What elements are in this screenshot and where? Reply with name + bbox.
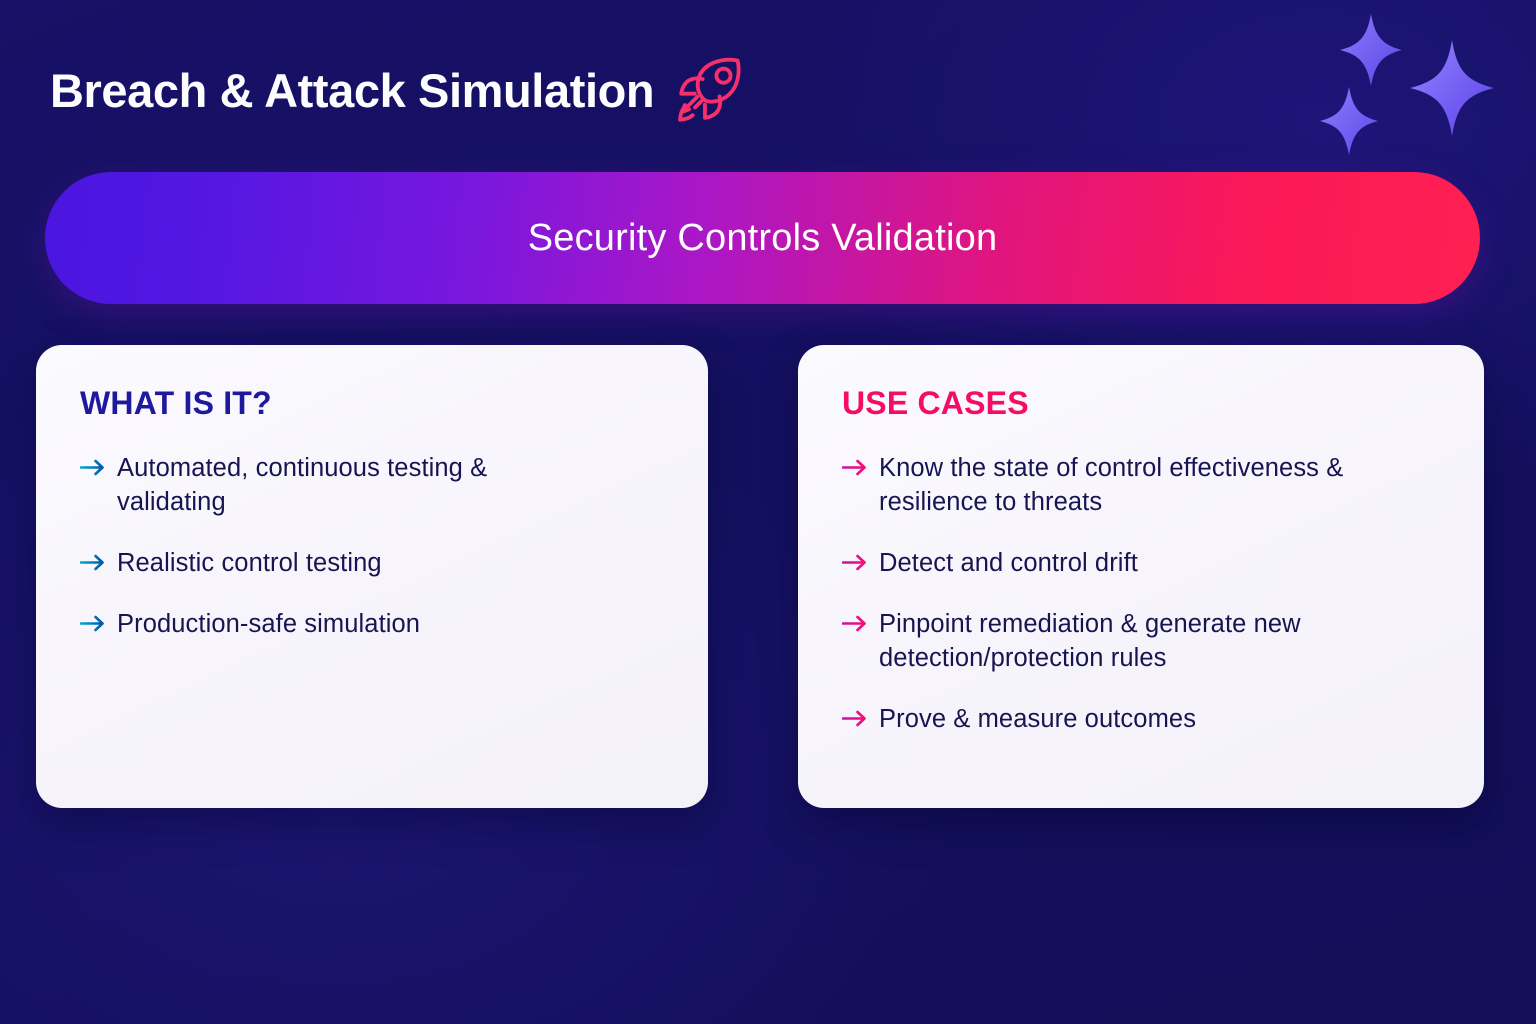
list-item: Realistic control testing [80, 547, 674, 581]
arrow-right-icon [80, 554, 104, 571]
rocket-icon [678, 57, 741, 122]
bullet-list-what-is-it: Automated, continuous testing & validati… [80, 452, 674, 642]
list-item-label: Detect and control drift [879, 548, 1138, 577]
bullet-list-use-cases: Know the state of control effectiveness … [842, 452, 1450, 736]
list-item-label: Automated, continuous testing & validati… [117, 454, 488, 516]
list-item: Prove & measure outcomes [842, 703, 1450, 737]
banner: Security Controls Validation [45, 172, 1480, 304]
list-item-label: Realistic control testing [117, 548, 382, 577]
sparkle-icon [1340, 14, 1402, 86]
arrow-right-icon [80, 615, 104, 632]
sparkle-icon [1410, 40, 1494, 136]
list-item: Detect and control drift [842, 547, 1450, 581]
card-heading: USE CASES [842, 385, 1029, 421]
list-item: Production-safe simulation [80, 608, 674, 642]
list-item-label: Prove & measure outcomes [879, 704, 1197, 733]
card-use-cases: USE CASES Know the state of control effe… [798, 345, 1484, 808]
card-what-is-it: WHAT IS IT? Automated, continuous testin… [36, 345, 708, 808]
arrow-right-icon [842, 459, 866, 476]
card-heading: WHAT IS IT? [80, 385, 272, 421]
banner-title: Security Controls Validation [527, 216, 998, 259]
arrow-right-icon [842, 554, 866, 571]
list-item-label: Pinpoint remediation & generate new dete… [879, 609, 1301, 672]
header: Breach & Attack Simulation [50, 52, 746, 128]
list-item: Know the state of control effectiveness … [842, 452, 1450, 520]
list-item: Automated, continuous testing & validati… [80, 452, 674, 520]
list-item-label: Production-safe simulation [117, 609, 421, 638]
list-item-label: Know the state of control effectiveness … [879, 454, 1344, 516]
arrow-right-icon [842, 710, 866, 726]
sparkle-decorations [1296, 0, 1536, 165]
arrow-right-icon [80, 459, 104, 476]
arrow-right-icon [842, 615, 866, 632]
sparkle-icon [1320, 87, 1378, 155]
page-title: Breach & Attack Simulation [50, 63, 655, 117]
list-item: Pinpoint remediation & generate new dete… [842, 608, 1450, 676]
